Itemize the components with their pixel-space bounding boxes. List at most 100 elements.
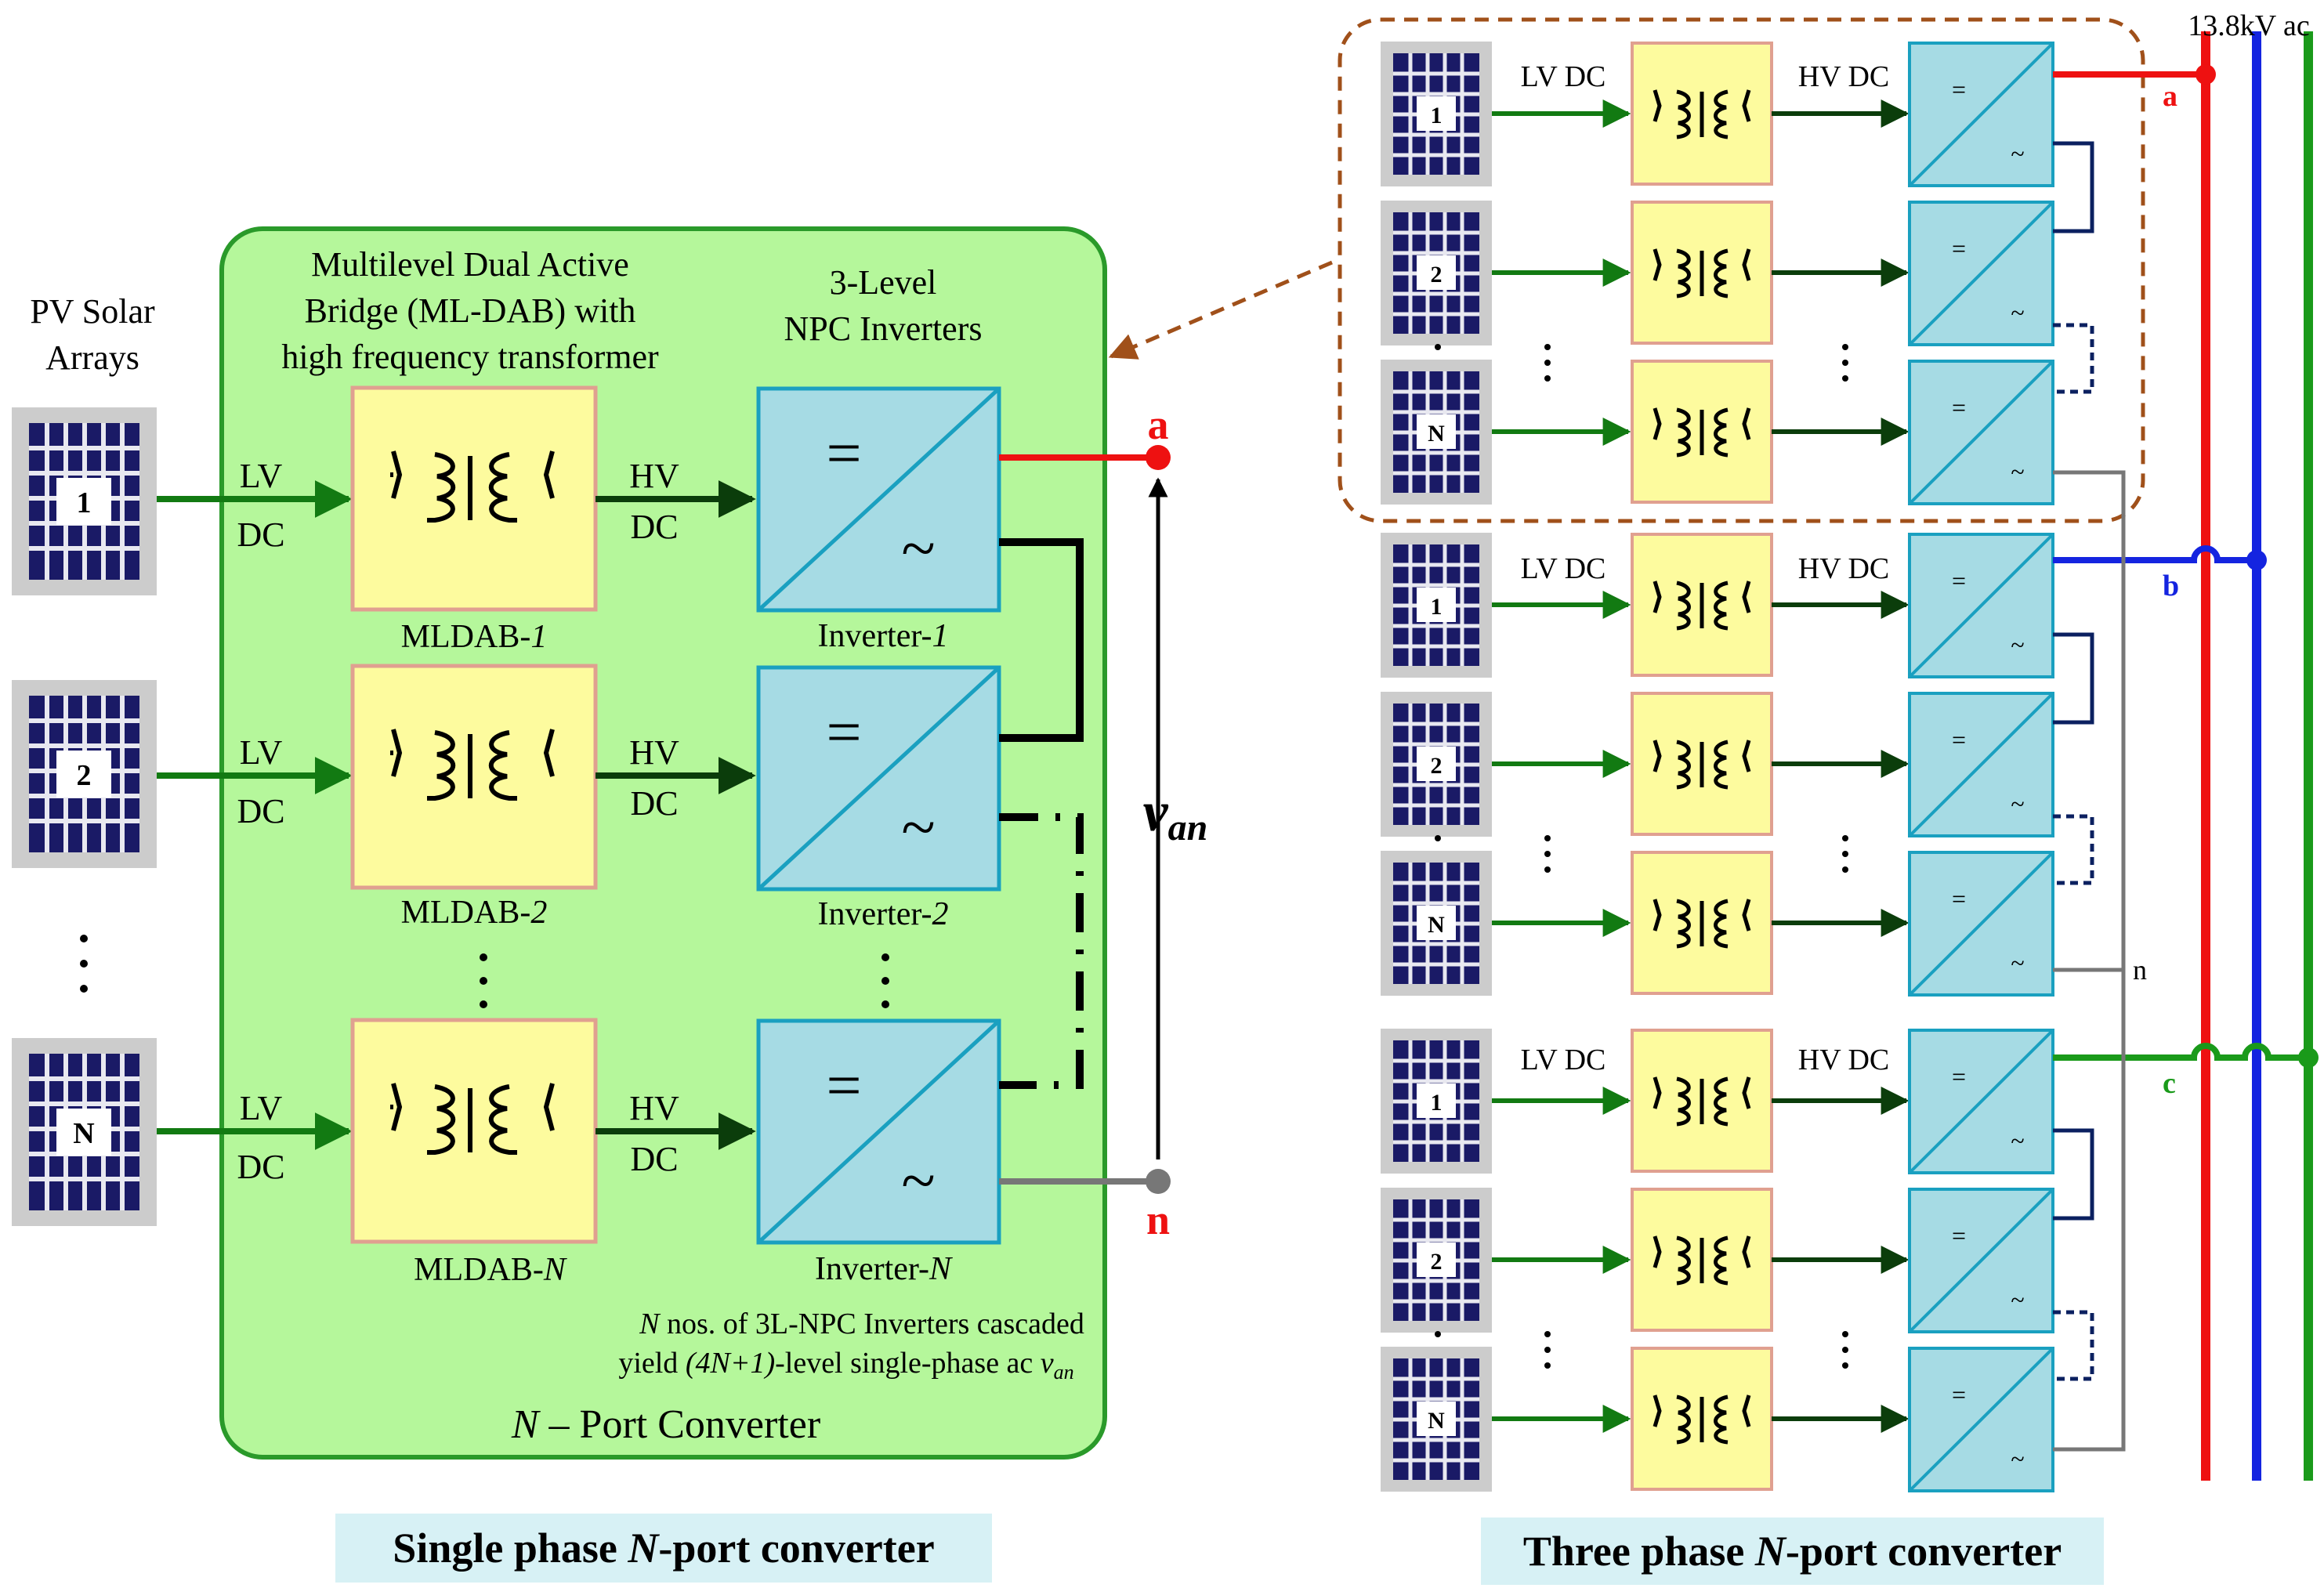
- tp-ellipsis-dot: [1842, 1331, 1848, 1337]
- tp-ellipsis-dot: [1544, 344, 1551, 350]
- svg-text:=: =: [826, 419, 861, 488]
- callout-dashed-box: [1338, 17, 2145, 523]
- tp-inverter-5: =~: [1908, 692, 2054, 837]
- tp-inverter-2: =~: [1908, 201, 2054, 346]
- mldab-1-label: MLDAB-1: [401, 619, 548, 655]
- tp-mldab-6: [1631, 851, 1773, 995]
- terminal-a-node: [1146, 445, 1171, 470]
- tp-ellipsis-dot: [1544, 360, 1551, 366]
- tp-pv-label-5: 2: [1431, 753, 1443, 779]
- lv-label-2: LV: [240, 733, 283, 772]
- tp-mldab-5: [1631, 692, 1773, 836]
- tp-cascade-link-dashed: [2053, 814, 2094, 885]
- pv-array-n: N: [12, 1038, 157, 1226]
- lv-label-n: LV: [240, 1089, 283, 1127]
- tp-pv-array-2: 2: [1381, 201, 1492, 345]
- tp-mldab-2: [1631, 201, 1773, 345]
- svg-text:=: =: [1952, 1062, 1966, 1091]
- neutral-label: n: [2133, 954, 2147, 986]
- tp-pv-label-6: N: [1428, 912, 1445, 938]
- tp-cascade-link: [2053, 141, 2094, 233]
- svg-text:~: ~: [2011, 949, 2024, 977]
- tp-pv-label-7: 1: [1431, 1090, 1443, 1116]
- tp-pv-array-9: N: [1381, 1347, 1492, 1492]
- neutral-wire: [2053, 470, 2126, 1452]
- mldab-2: [350, 664, 598, 890]
- tp-inverter-6: =~: [1908, 851, 2054, 997]
- tp-mldab-1: [1631, 42, 1773, 186]
- tp-ellipsis-dot: [1842, 375, 1848, 382]
- dc-label-1: DC: [237, 515, 284, 554]
- npc-header-line-2: NPC Inverters: [784, 309, 983, 348]
- tp-inverter-1: =~: [1908, 42, 2054, 187]
- tp-mldab-9: [1631, 1347, 1773, 1491]
- ellipsis-dots: [80, 935, 889, 1008]
- svg-text:~: ~: [2011, 298, 2024, 327]
- tp-pv-label-3: N: [1428, 421, 1445, 447]
- phase-c-label: c: [2163, 1067, 2176, 1100]
- cascade-link-1-2: [999, 538, 1084, 742]
- phase-b-node: [2246, 550, 2267, 570]
- lv-label-1: LV: [240, 457, 283, 495]
- hv-dc-label-2: DC: [630, 784, 678, 823]
- pv-solar-arrays-label-2: Arrays: [45, 338, 139, 377]
- tp-mldab-4: [1631, 533, 1773, 677]
- lv-dc-label-c: LV DC: [1521, 1044, 1606, 1076]
- tp-cascade-link-dashed: [2053, 323, 2094, 394]
- tp-pv-label-2: 2: [1431, 262, 1443, 288]
- hv-dc-label-a: HV DC: [1798, 60, 1890, 93]
- svg-text:~: ~: [2011, 458, 2024, 486]
- phase-b-wire: [2053, 545, 2257, 563]
- svg-text:=: =: [1952, 725, 1966, 754]
- terminal-a-label: a: [1148, 401, 1169, 448]
- tp-mldab-7: [1631, 1029, 1773, 1173]
- lv-dc-label-a: LV DC: [1521, 60, 1606, 93]
- svg-text:~: ~: [901, 515, 935, 584]
- svg-text:~: ~: [2011, 631, 2024, 659]
- lv-dc-label-b: LV DC: [1521, 552, 1606, 585]
- npc-header-line-1: 3-Level: [830, 263, 937, 302]
- tp-pv-label-8: 2: [1431, 1249, 1443, 1275]
- single-phase-caption: Single phase N-port converter: [335, 1514, 992, 1583]
- inverter-n: = ~: [756, 1018, 1001, 1245]
- tp-inverter-8: =~: [1908, 1188, 2054, 1333]
- svg-text:~: ~: [2011, 1286, 2024, 1314]
- van-label: van: [1143, 780, 1208, 848]
- mldab-header-line-2: Bridge (ML-DAB) with: [305, 291, 636, 330]
- svg-text:~: ~: [2011, 1127, 2024, 1155]
- inverter-1-label: Inverter-1: [817, 618, 948, 654]
- tp-ellipsis-dot: [1544, 866, 1551, 873]
- hv-dc-label-b: HV DC: [1798, 552, 1890, 585]
- hv-label-1: HV: [629, 457, 679, 495]
- mldab-header-line-3: high frequency transformer: [281, 338, 659, 376]
- terminal-n-node: [1146, 1169, 1171, 1194]
- three-phase-caption: Three phase N-port converter: [1481, 1517, 2104, 1585]
- tp-pv-array-4: 1: [1381, 533, 1492, 678]
- mldab-header-line-1: Multilevel Dual Active: [311, 245, 629, 284]
- three-phase-rows: 1=~2=~N=~1=~2=~N=~1=~2=~N=~: [1381, 42, 2094, 1492]
- tp-ellipsis-dot: [1842, 866, 1848, 873]
- dc-label-n: DC: [237, 1148, 284, 1186]
- inverter-1: = ~: [756, 386, 1001, 613]
- callout-arrow: [1108, 260, 1333, 360]
- n-port-converter-title: N – Port Converter: [511, 1402, 820, 1447]
- tp-ellipsis-dot: [1842, 835, 1848, 841]
- tp-ellipsis-dot: [1435, 344, 1441, 350]
- tp-pv-label-1: 1: [1431, 103, 1443, 128]
- tp-ellipsis-dot: [1842, 360, 1848, 366]
- inverter-2: = ~: [756, 665, 1001, 892]
- tp-cascade-link: [2053, 1128, 2094, 1221]
- hv-label-2: HV: [629, 733, 679, 772]
- pv-array-2-label: 2: [77, 759, 92, 792]
- tp-pv-array-1: 1: [1381, 42, 1492, 186]
- svg-text:=: =: [1952, 234, 1966, 262]
- tp-ellipsis-dot: [1544, 1362, 1551, 1369]
- tp-pv-array-5: 2: [1381, 692, 1492, 837]
- hv-label-n: HV: [629, 1089, 679, 1127]
- pv-array-n-label: N: [73, 1117, 94, 1150]
- tp-inverter-3: =~: [1908, 360, 2054, 505]
- mldab-n: [350, 1018, 598, 1244]
- svg-text:=: =: [1952, 884, 1966, 913]
- tp-ellipsis-dot: [1544, 375, 1551, 382]
